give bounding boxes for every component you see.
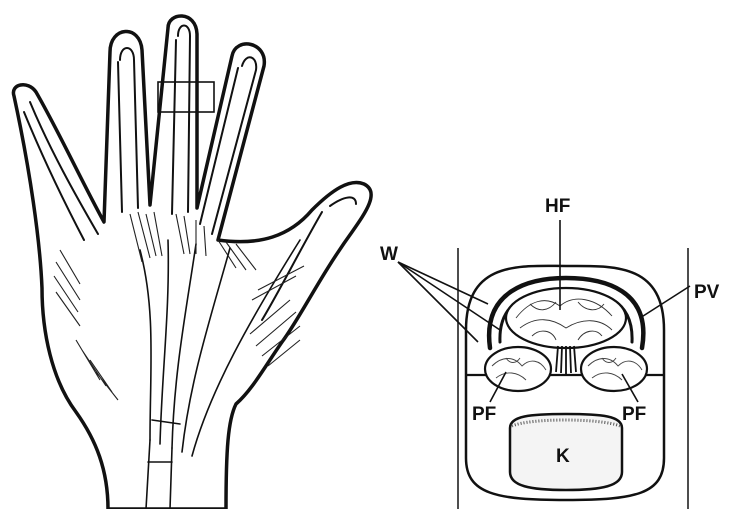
label-pf-right: PF: [622, 404, 646, 425]
sheath-box: [158, 82, 214, 112]
label-pv: PV: [694, 282, 720, 303]
pf-right-region: [581, 347, 647, 391]
label-hf: HF: [545, 196, 570, 217]
hf-region: [506, 288, 626, 348]
label-k: K: [556, 446, 570, 467]
vinculum: [556, 346, 576, 374]
label-pf-left: PF: [472, 404, 496, 425]
finger-inner-lines: [24, 26, 356, 321]
hand-drawing: [13, 16, 371, 509]
pf-left-region: [485, 347, 551, 391]
label-w: W: [380, 244, 398, 265]
cross-section-diagram: HF W PV PF PF K: [380, 196, 720, 509]
